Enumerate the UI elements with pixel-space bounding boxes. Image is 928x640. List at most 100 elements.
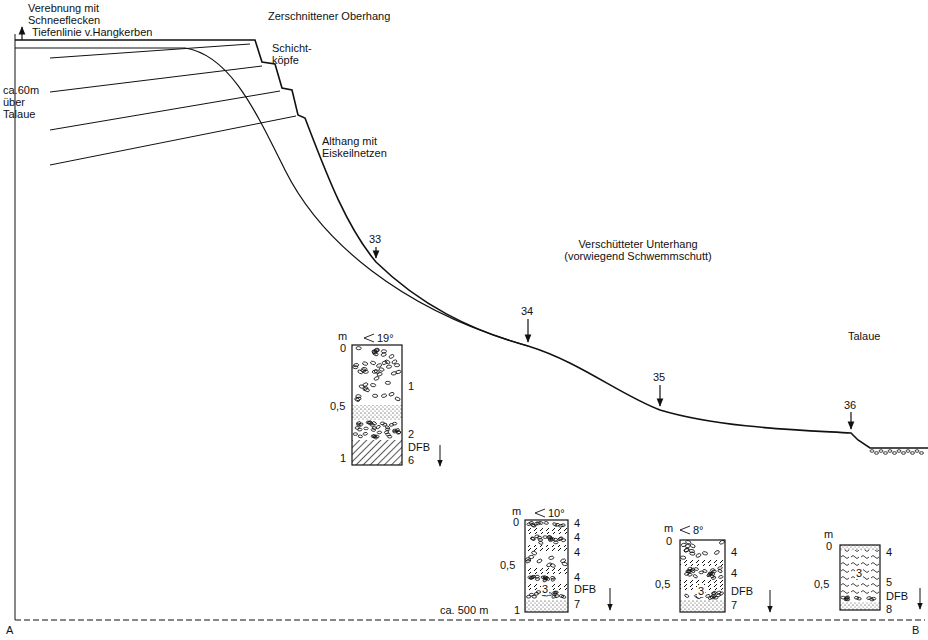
stone (554, 541, 559, 544)
stone (716, 591, 721, 595)
stone (712, 591, 717, 595)
stone (385, 381, 390, 384)
stone (372, 394, 377, 398)
profile-label: 5 (886, 576, 892, 588)
stone (358, 435, 363, 438)
profile-label: 7 (574, 598, 580, 610)
stone (546, 562, 552, 567)
profile-label: 4 (731, 567, 737, 579)
profile-label: 19° (377, 332, 394, 344)
stone (364, 388, 370, 393)
profile-label: 3 (541, 583, 549, 595)
profile-label: 0,5 (655, 578, 670, 590)
stone (558, 537, 563, 541)
gravel (884, 452, 888, 455)
axis-label: B (912, 624, 919, 636)
column-outline (680, 540, 725, 612)
profile-label: 4 (574, 571, 580, 583)
stone (393, 430, 398, 433)
profile-label: 4 (574, 531, 580, 543)
gravel (902, 452, 906, 455)
profile-label: 8 (886, 603, 892, 615)
stone (362, 361, 368, 366)
gravel (920, 452, 924, 455)
gravel (911, 452, 915, 455)
profile-label: 6 (408, 454, 414, 466)
callout-number: 36 (844, 399, 856, 411)
soil-layer (840, 545, 880, 550)
stone (382, 360, 388, 365)
stone (557, 537, 562, 541)
column-outline (525, 520, 568, 612)
stone (381, 393, 387, 397)
soil-column (680, 540, 725, 612)
profile-label: 3 (697, 585, 705, 597)
stone (854, 596, 859, 599)
profile-label: DFB (408, 441, 430, 453)
area-label: Verschütteter Unterhang (vorwiegend Schw… (548, 238, 728, 262)
stone (382, 423, 387, 427)
soil-layer (352, 405, 402, 420)
stone (544, 521, 549, 524)
stone (561, 524, 566, 527)
stone (529, 593, 534, 596)
stone (718, 575, 723, 579)
stone (392, 422, 397, 425)
soil-column (352, 345, 402, 465)
stone (536, 558, 542, 563)
stone (356, 347, 361, 350)
profile-label: 0 (826, 540, 832, 552)
profile-label: 4 (574, 517, 580, 529)
gravel (915, 450, 919, 453)
stone (394, 363, 399, 366)
gravel (893, 452, 897, 455)
stone (550, 537, 555, 541)
stone (867, 596, 872, 599)
gravel (897, 450, 901, 453)
stone (699, 571, 704, 574)
stone (386, 433, 390, 436)
stone (684, 572, 689, 575)
stone (537, 536, 541, 539)
stone (376, 363, 382, 368)
stone (370, 383, 376, 387)
profile-label: 0 (513, 516, 519, 528)
stone (355, 427, 359, 430)
stone (374, 348, 380, 352)
profile-label: 2 (408, 428, 414, 440)
stone (694, 567, 699, 570)
stone (376, 425, 381, 429)
stone (684, 547, 690, 552)
profile-label: 4 (886, 546, 892, 558)
stone (525, 559, 531, 564)
stone (711, 576, 716, 580)
profile-label: 10° (548, 507, 565, 519)
stone (385, 428, 390, 431)
area-label: Talaue (848, 330, 880, 342)
column-outline (352, 345, 402, 465)
profile-label: 0 (666, 535, 672, 547)
stone (531, 551, 537, 556)
stone (685, 544, 690, 547)
stone (530, 537, 535, 541)
gravel (879, 450, 883, 453)
stone (714, 550, 720, 555)
stone (371, 435, 376, 438)
soil-layer (680, 600, 725, 612)
stone (374, 349, 380, 353)
profile-label: 4 (731, 546, 737, 558)
stone (710, 568, 715, 571)
stone (538, 541, 543, 545)
stone (359, 385, 365, 389)
axis-label: A (6, 624, 13, 636)
stone (356, 397, 362, 401)
profile-label: m (824, 528, 833, 540)
stone (718, 566, 723, 569)
stone (695, 553, 701, 558)
stone (702, 551, 708, 555)
stone (395, 396, 401, 401)
stone (367, 420, 372, 424)
stone (391, 371, 397, 375)
stone (374, 376, 380, 381)
stone (542, 578, 547, 582)
